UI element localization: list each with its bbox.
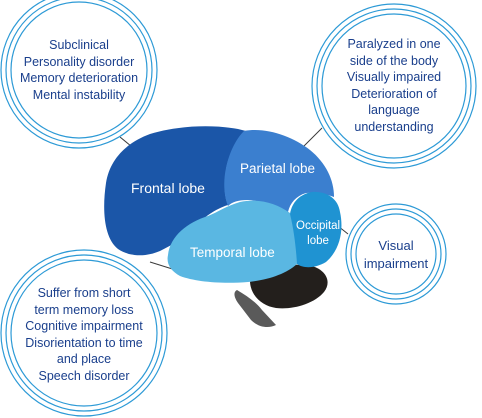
brainstem-shape: [234, 290, 276, 328]
connector-parietal: [301, 127, 323, 149]
temporal-lobe-label: Temporal lobe: [190, 245, 275, 260]
callout-circle-parietal: [311, 3, 477, 169]
callout-line: Visually impaired: [346, 70, 442, 84]
callout-line: Disorientation to time: [25, 335, 143, 350]
temporal-lobe-shape: [167, 200, 298, 283]
callout-text-temporal: Suffer from short term memory loss Cogni…: [14, 285, 154, 384]
parietal-lobe-shape: [224, 130, 334, 212]
callout-circle-occipital: [345, 203, 447, 305]
frontal-lobe-label: Frontal lobe: [131, 180, 205, 196]
callout-text-occipital: Visual impairment: [356, 237, 436, 273]
callout-line: Mental instability: [32, 87, 126, 102]
frontal-lobe-shape: [104, 126, 246, 256]
occipital-lobe-label-line: lobe: [307, 235, 329, 247]
occipital-lobe-label-line: Occipital: [296, 220, 341, 232]
callout-line: language: [368, 103, 420, 117]
callout-line: impairment: [363, 256, 429, 271]
callout-line: Subclinical: [49, 38, 109, 52]
callout-line: Personality disorder: [23, 54, 135, 69]
callout-text-frontal: Subclinical Personality disorder Memory …: [14, 37, 144, 103]
callout-circle-frontal: [0, 0, 158, 149]
occipital-lobe-label: Occipital lobe: [296, 219, 340, 249]
callout-line: Deterioration of: [351, 86, 437, 101]
callout-line: Suffer from short: [37, 286, 131, 300]
callout-line: Cognitive impairment: [25, 319, 143, 333]
parietal-lobe-label: Parietal lobe: [240, 161, 316, 176]
callout-line: Speech disorder: [38, 368, 130, 383]
callout-line: understanding: [354, 119, 434, 134]
callout-line: term memory loss: [34, 302, 134, 317]
callout-circle-temporal: [0, 249, 168, 417]
occipital-lobe-shape: [290, 191, 342, 268]
callout-line: and place: [56, 352, 112, 366]
callout-line: Memory deterioration: [19, 71, 139, 85]
callout-line: Paralyzed in one: [347, 37, 441, 51]
callout-line: Visual: [378, 238, 414, 253]
callout-line: side of the body: [349, 53, 439, 68]
callout-text-parietal: Paralyzed in one side of the body Visual…: [334, 36, 454, 135]
